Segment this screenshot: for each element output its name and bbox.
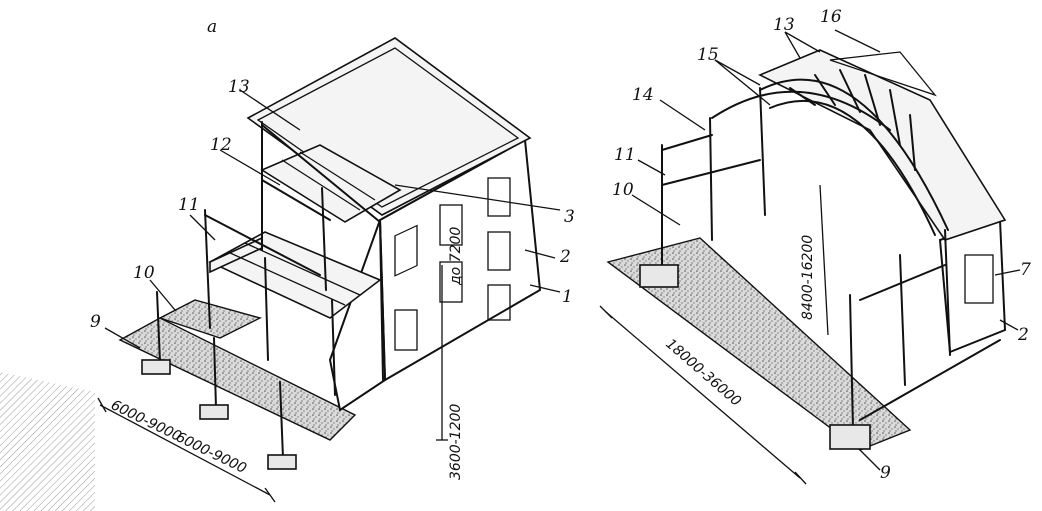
label-13: 13	[228, 77, 250, 97]
label-14: 14	[632, 85, 654, 105]
label-10: 10	[133, 263, 155, 283]
right-window	[964, 254, 994, 304]
label-9: 9	[90, 312, 101, 332]
label-16: 16	[820, 7, 842, 27]
label-3: 3	[564, 207, 575, 227]
right-arch-frame: 13 16 15 14 11 10 7 2 9 18000-36000 8400…	[599, 7, 1031, 485]
floor-slab-middle	[208, 231, 382, 319]
panel-label: a	[207, 17, 217, 37]
left-windows	[394, 177, 511, 351]
label-12: 12	[210, 135, 232, 155]
column-spacing-b: 6000-9000	[173, 429, 249, 477]
right-leader-lines	[631, 29, 1021, 471]
left-columns	[156, 121, 384, 459]
label-7: 7	[1020, 260, 1031, 280]
hatched-corner	[0, 372, 95, 511]
right-footings	[639, 264, 871, 450]
left-footings	[141, 359, 297, 470]
height-dim: 8400-16200	[800, 235, 816, 320]
column-spacing-a: 6000-9000	[108, 397, 184, 445]
label-2-right: 2	[1017, 325, 1029, 345]
label-11-right: 11	[614, 145, 636, 165]
label-9-right: 9	[880, 463, 891, 483]
left-foundation-ground	[118, 317, 357, 441]
left-multistorey-frame: a 13 12 11 10 9 3 2 1 6000-9000 6000-900…	[90, 17, 575, 503]
right-foundation-ground	[606, 237, 912, 451]
right-dimension-lines	[599, 184, 829, 485]
storey-height-dim: до 7200	[448, 227, 464, 286]
label-15: 15	[697, 45, 719, 65]
label-2: 2	[559, 247, 571, 267]
floor-slab-upper	[260, 144, 402, 223]
right-columns	[661, 144, 951, 431]
left-leader-lines	[104, 89, 561, 349]
label-13-right: 13	[773, 15, 795, 35]
left-dimension-lines	[97, 265, 448, 503]
label-11: 11	[178, 195, 200, 215]
far-frame	[709, 87, 891, 241]
floor-height-dim: 3600-1200	[448, 404, 464, 480]
label-1: 1	[562, 287, 573, 307]
arch-truss	[759, 69, 949, 236]
building-front-wall	[328, 219, 387, 412]
label-10-right: 10	[612, 180, 634, 200]
